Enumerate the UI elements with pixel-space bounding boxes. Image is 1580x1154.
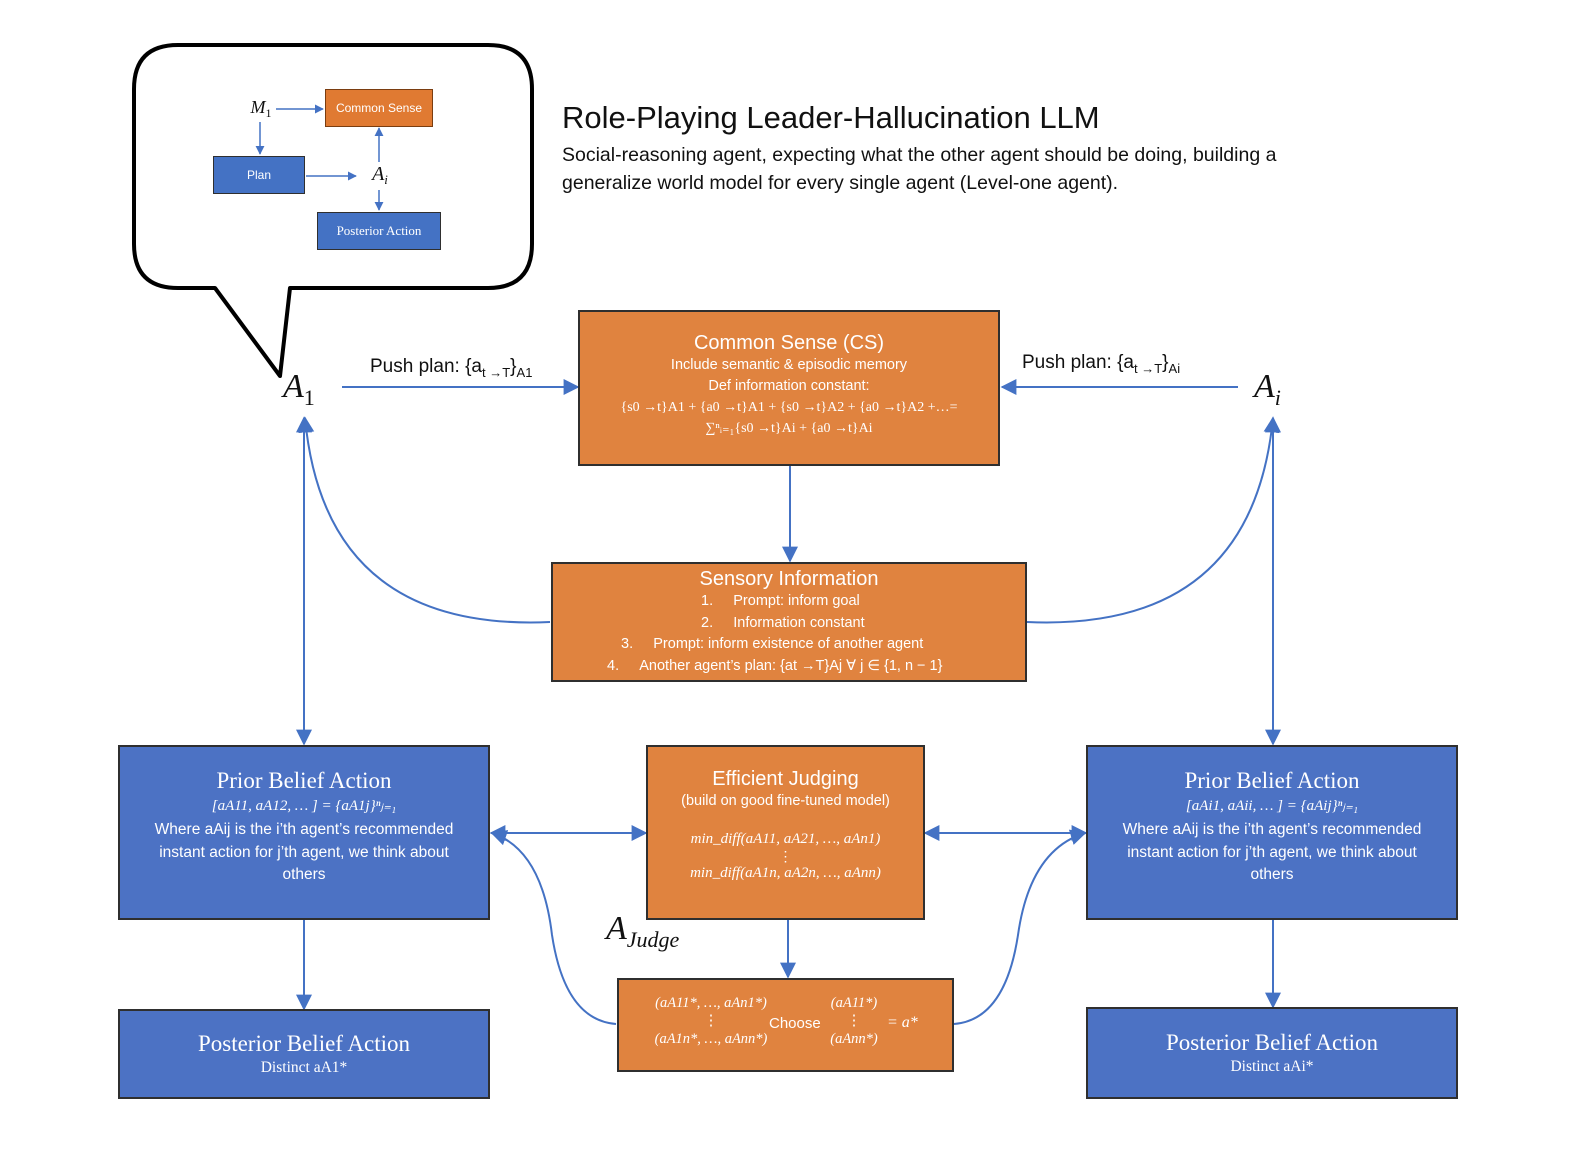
arc-sensory-to-ai [1026,416,1280,624]
choose-left-top: (aA11*, …, aAn1*) [655,995,767,1011]
choose-result: = a* [887,1014,918,1031]
prior-right-line-2: instant action for j’th agent, we think … [1127,844,1417,861]
choose-right-bottom: (aAnn*) [830,1031,878,1047]
judging-dots: ⋮ [778,848,793,864]
common-sense-line-3: {s0 →t}A1 + {a0 →t}A1 + {s0 →t}A2 + {a0 … [620,400,958,415]
judging-formula-1: min_diff(aA11, aA21, …, aAn1) [690,831,881,847]
common-sense-title: Common Sense (CS) [693,332,885,354]
mini-ai-label: Ai [372,163,388,188]
push-plan-right-label: Push plan: {at →T}Ai [1022,352,1181,376]
prior-left-formula: [aA11, aA12, … ] = {aA1j}ⁿⱼ₌₁ [211,798,397,814]
posterior-left-title: Posterior Belief Action [197,1031,411,1056]
mini-common-sense-box: Common Sense [325,89,433,127]
prior-right-line-1: Where aAij is the i’th agent’s recommend… [1122,821,1422,838]
posterior-right-title: Posterior Belief Action [1165,1030,1379,1055]
judging-title: Efficient Judging [712,768,859,790]
mini-posterior-action-box: Posterior Action [317,212,441,250]
sensory-item-1: 1. Prompt: inform goal [701,593,860,609]
prior-right-formula: [aAi1, aAii, … ] = {aAij}ⁿⱼ₌₁ [1185,798,1359,814]
push-plan-left-label: Push plan: {at →T}A1 [370,356,533,380]
prior-left-line-2: instant action for j’th agent, we think … [159,844,449,861]
common-sense-line-2: Def information constant: [708,378,870,394]
posterior-left-line: Distinct aA1* [260,1059,348,1076]
posterior-right-line: Distinct aAi* [1230,1058,1314,1075]
prior-belief-action-left: Prior Belief Action [aA11, aA12, … ] = {… [118,745,490,920]
prior-right-line-3: others [1250,866,1294,883]
efficient-judging-box: Efficient Judging (build on good fine-tu… [646,745,925,920]
choose-right-dots: ⋮ [846,1013,862,1029]
common-sense-line-1: Include semantic & episodic memory [670,357,908,373]
common-sense-line-4: ∑ⁿᵢ₌₁{s0 →t}Ai + {a0 →t}Ai [705,421,873,436]
judging-subtitle: (build on good fine-tuned model) [681,793,890,809]
page-title: Role-Playing Leader-Hallucination LLM [562,100,1100,135]
choose-label: Choose [769,1015,821,1032]
choose-box: (aA11*, …, aAn1*) ⋮ (aA1n*, …, aAnn*) Ch… [617,978,954,1072]
prior-belief-action-right: Prior Belief Action [aAi1, aAii, … ] = {… [1086,745,1458,920]
posterior-belief-action-right: Posterior Belief Action Distinct aAi* [1086,1007,1458,1099]
sensory-information-box: Sensory Information 1. Prompt: inform go… [551,562,1027,682]
arc-sensory-to-a1 [298,416,551,624]
prior-left-title: Prior Belief Action [216,768,392,793]
agent-ai-label: Ai [1254,368,1281,410]
choose-right-top: (aA11*) [830,995,878,1011]
choose-left-bottom: (aA1n*, …, aAnn*) [654,1031,768,1047]
sensory-item-4: 4. Another agent’s plan: {at →T}Aj ∀ j ∈… [607,657,943,674]
speech-bubble [132,43,534,378]
prior-left-line-3: others [282,866,326,883]
mini-m1-label: M1 [250,97,272,121]
prior-right-title: Prior Belief Action [1184,768,1360,793]
posterior-belief-action-left: Posterior Belief Action Distinct aA1* [118,1009,490,1099]
curve-choose-to-prior-right [953,829,1087,1025]
common-sense-box: Common Sense (CS) Include semantic & epi… [578,310,1000,466]
mini-plan-box: Plan [213,156,305,194]
subtitle-line-2: generalize world model for every single … [562,172,1119,194]
agent-a1-label: A1 [283,368,315,410]
judging-formula-2: min_diff(aA1n, aA2n, …, aAnn) [690,865,881,881]
sensory-item-2: 2. Information constant [701,614,865,631]
curve-choose-to-prior-left [490,830,617,1025]
sensory-title: Sensory Information [699,568,879,590]
prior-left-line-1: Where aAij is the i’th agent’s recommend… [154,821,454,838]
agent-judge-label: AJudge [606,910,680,952]
choose-left-dots: ⋮ [703,1013,719,1029]
subtitle-line-1: Social-reasoning agent, expecting what t… [562,144,1277,166]
sensory-item-3: 3. Prompt: inform existence of another a… [621,636,924,652]
